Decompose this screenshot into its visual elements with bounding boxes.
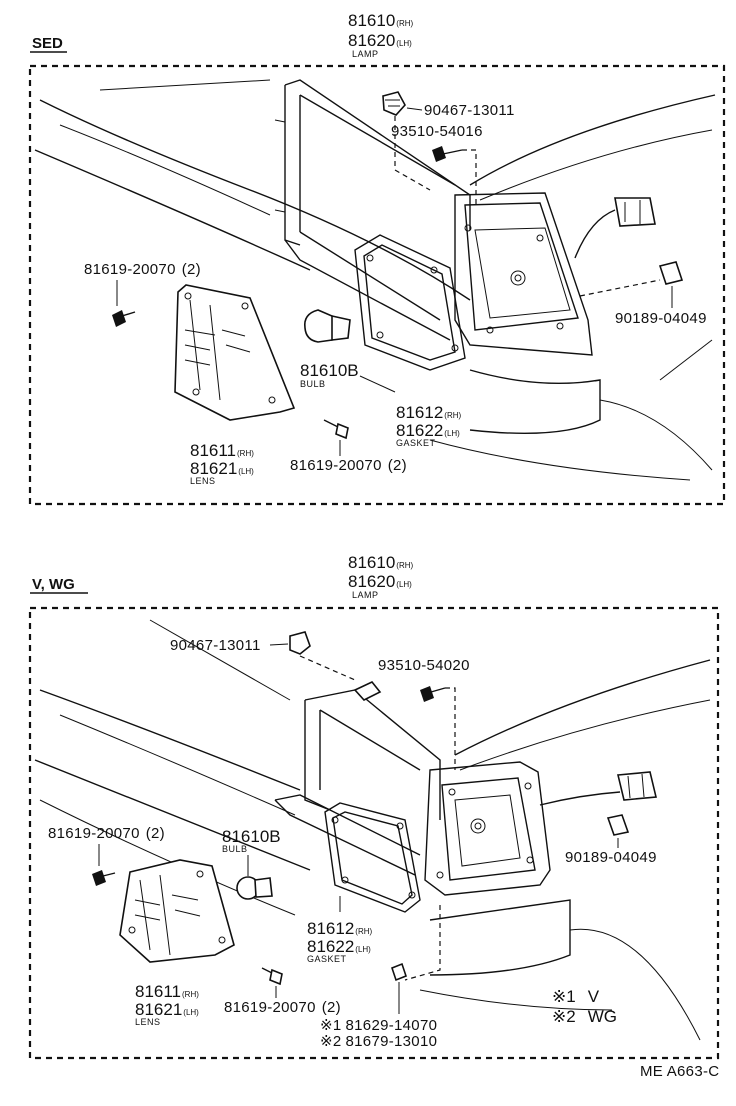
svg-text:81610B: 81610B bbox=[222, 827, 281, 846]
svg-text:81610B: 81610B bbox=[300, 361, 359, 380]
screw-icon-sed: 93510-54016 bbox=[391, 123, 483, 205]
socket-icon-sed: 90189-04049 bbox=[615, 261, 707, 327]
svg-text:LAMP: LAMP bbox=[352, 49, 379, 59]
socket-icon-vwg: 90189-04049 bbox=[565, 814, 657, 866]
label-socket-vwg: 90189-04049 bbox=[565, 849, 657, 866]
screw-note-icon-vwg bbox=[391, 962, 407, 1014]
svg-text:81621(LH): 81621(LH) bbox=[190, 459, 254, 478]
svg-text:81611(RH): 81611(RH) bbox=[190, 441, 254, 460]
screw-bottom-icon-vwg: 81619-20070(2) bbox=[224, 967, 341, 1016]
screw-left-icon-sed: 81619-20070(2) bbox=[84, 261, 201, 327]
drawing-code: ME A663-C bbox=[640, 1063, 719, 1080]
label-clip-sed: 90467-13011 bbox=[424, 102, 515, 119]
lamp-housing-sed bbox=[274, 79, 661, 356]
svg-text:81620(LH): 81620(LH) bbox=[348, 572, 412, 591]
bulb-label-vwg: 81610B BULB bbox=[222, 827, 281, 854]
bulb-label-sed: 81610B BULB bbox=[300, 361, 359, 389]
bulb-icon-vwg bbox=[236, 855, 273, 900]
label-screw-left-sed: 81619-20070(2) bbox=[84, 261, 201, 278]
lens-label-vwg: 81611(RH) 81621(LH) LENS bbox=[135, 982, 199, 1027]
screw-icon-vwg: 93510-54020 bbox=[378, 657, 470, 770]
section-title-vwg: V, WG bbox=[32, 576, 75, 593]
svg-text:BULB: BULB bbox=[222, 844, 248, 854]
lens-label-sed: 81611(RH) 81621(LH) LENS bbox=[190, 441, 254, 486]
section-boundary-vwg bbox=[28, 606, 720, 1060]
screw-bottom-icon-sed: 81619-20070(2) bbox=[290, 419, 407, 474]
svg-text:GASKET: GASKET bbox=[307, 954, 347, 964]
gasket-label-vwg: 81612(RH) 81622(LH) GASKET bbox=[307, 919, 373, 964]
section-sed: SED 81610(RH) 81620(LH) LAMP bbox=[28, 11, 726, 506]
lens-icon-vwg bbox=[119, 859, 235, 963]
svg-text:LENS: LENS bbox=[190, 476, 216, 486]
svg-text:81612(RH): 81612(RH) bbox=[396, 403, 462, 422]
label-screw-bottom-vwg: 81619-20070(2) bbox=[224, 999, 341, 1016]
svg-text:LAMP: LAMP bbox=[352, 590, 379, 600]
svg-text:81611(RH): 81611(RH) bbox=[135, 982, 199, 1001]
svg-text:81620(LH): 81620(LH) bbox=[348, 31, 412, 50]
label-screw-bottom-sed: 81619-20070(2) bbox=[290, 457, 407, 474]
car-body-outline-sed bbox=[34, 79, 716, 481]
label-screw-vwg: 93510-54020 bbox=[378, 657, 470, 674]
label-clip-vwg: 90467-13011 bbox=[170, 637, 261, 654]
gasket-label-sed: 81612(RH) 81622(LH) GASKET bbox=[396, 403, 462, 448]
svg-text:81622(LH): 81622(LH) bbox=[396, 421, 460, 440]
lamp-label-vwg: 81610(RH) 81620(LH) LAMP bbox=[348, 553, 414, 600]
lens-icon-sed bbox=[174, 284, 296, 421]
svg-text:81610(RH): 81610(RH) bbox=[348, 553, 414, 572]
section-boundary-sed bbox=[28, 64, 726, 506]
car-body-outline-vwg bbox=[34, 619, 711, 1041]
svg-text:GASKET: GASKET bbox=[396, 438, 436, 448]
lamp-housing-vwg bbox=[274, 681, 657, 981]
svg-text:81610(RH): 81610(RH) bbox=[348, 11, 414, 30]
lamp-label-sed: 81610(RH) 81620(LH) LAMP bbox=[348, 11, 414, 59]
svg-text:BULB: BULB bbox=[300, 379, 326, 389]
svg-text:81612(RH): 81612(RH) bbox=[307, 919, 373, 938]
label-socket-sed: 90189-04049 bbox=[615, 310, 707, 327]
label-screw-left-vwg: 81619-20070(2) bbox=[48, 825, 165, 842]
gasket-icon-sed bbox=[354, 234, 466, 393]
section-title-sed: SED bbox=[32, 35, 63, 52]
label-screw-sed: 93510-54016 bbox=[391, 123, 483, 140]
clip-icon-vwg: 90467-13011 bbox=[170, 631, 356, 681]
svg-text:81621(LH): 81621(LH) bbox=[135, 1000, 199, 1019]
svg-text:81622(LH): 81622(LH) bbox=[307, 937, 371, 956]
clip-icon-sed: 90467-13011 bbox=[382, 91, 515, 191]
screw-left-icon-vwg: 81619-20070(2) bbox=[48, 825, 165, 886]
bulb-icon-sed bbox=[303, 309, 351, 343]
gasket-icon-vwg bbox=[324, 802, 421, 913]
svg-text:LENS: LENS bbox=[135, 1017, 161, 1027]
section-vwg: V, WG 81610(RH) 81620(LH) LAMP bbox=[28, 553, 720, 1060]
